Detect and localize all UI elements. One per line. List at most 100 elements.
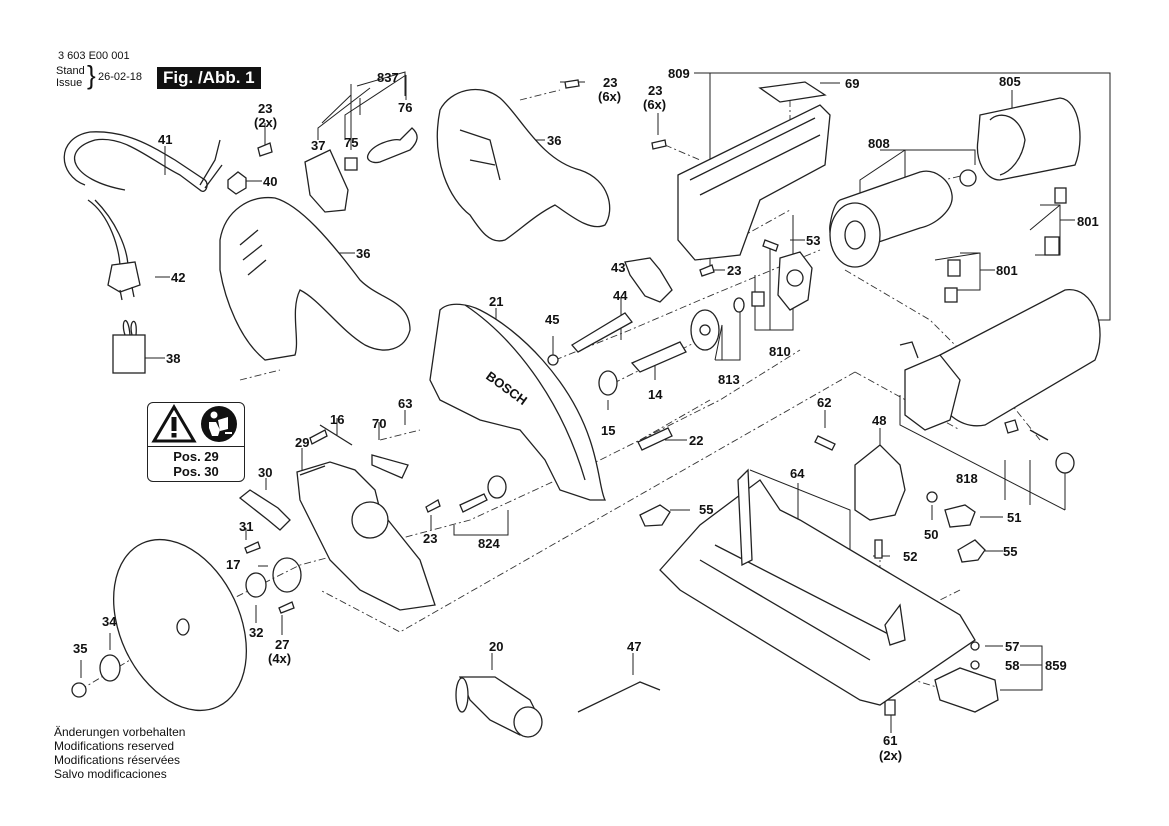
label-63: 63	[398, 396, 412, 411]
label-818: 818	[956, 471, 978, 486]
footer-line-de: Änderungen vorbehalten	[54, 725, 186, 739]
label-16: 16	[330, 412, 344, 427]
label-76: 76	[398, 100, 412, 115]
label-859: 859	[1045, 658, 1067, 673]
issue-label: Issue	[56, 77, 83, 89]
label-15: 15	[601, 423, 615, 438]
part-handle-left	[219, 196, 411, 361]
part-field-coil	[976, 97, 1081, 181]
read-manual-icon	[201, 406, 237, 442]
warning-box: Pos. 29 Pos. 30	[147, 402, 245, 482]
label-55-left: 55	[699, 502, 713, 517]
label-801-upper: 801	[1077, 214, 1099, 229]
label-61: 61	[883, 733, 897, 748]
label-31: 31	[239, 519, 253, 534]
label-810: 810	[769, 344, 791, 359]
footer-line-en: Modifications reserved	[54, 739, 175, 753]
label-21: 21	[489, 294, 503, 309]
label-43: 43	[611, 260, 625, 275]
label-30: 30	[258, 465, 272, 480]
part-hex-key	[577, 681, 661, 713]
part-screws	[244, 79, 896, 716]
label-41: 41	[158, 132, 172, 147]
label-51: 51	[1007, 510, 1021, 525]
label-23-guard: 23	[423, 531, 437, 546]
label-23-handle: 23	[603, 75, 617, 90]
label-52: 52	[903, 549, 917, 564]
label-824: 824	[478, 536, 500, 551]
document-number: 3 603 E00 001	[58, 50, 130, 62]
footer-line-fr: Modifications réservées	[54, 753, 181, 767]
part-housing-cover	[677, 81, 831, 261]
label-47: 47	[627, 639, 641, 654]
label-808: 808	[868, 136, 890, 151]
label-64: 64	[790, 466, 805, 481]
part-handle-right	[436, 88, 611, 242]
label-53: 53	[806, 233, 820, 248]
part-dust-adapter	[455, 676, 543, 738]
label-37: 37	[311, 138, 325, 153]
warning-icons-svg	[151, 404, 237, 443]
label-23-housing: 23	[648, 83, 662, 98]
label-27-qty: (4x)	[268, 651, 291, 666]
label-23-clamp-qty: (2x)	[254, 115, 277, 130]
label-55-right: 55	[1003, 544, 1017, 559]
label-23-lever: 23	[727, 263, 741, 278]
label-34: 34	[102, 614, 117, 629]
part-cord-clamp	[227, 142, 273, 195]
part-motor-housing	[899, 289, 1101, 431]
label-36-left: 36	[356, 246, 370, 261]
label-32: 32	[249, 625, 263, 640]
label-805: 805	[999, 74, 1021, 89]
warning-position-30: Pos. 30	[173, 464, 219, 479]
part-upper-guard: BOSCH	[429, 303, 607, 501]
label-48: 48	[872, 413, 886, 428]
label-23-housing-qty: (6x)	[643, 97, 666, 112]
part-brush-holders	[944, 187, 1067, 303]
part-lower-guard	[296, 461, 436, 611]
label-813: 813	[718, 372, 740, 387]
label-61-qty: (2x)	[879, 748, 902, 763]
part-spring-and-lever	[238, 424, 409, 531]
label-36-right: 36	[547, 133, 561, 148]
part-capacitor	[112, 320, 146, 374]
issue-date: 26-02-18	[98, 71, 143, 83]
part-parallel-guide-clamp	[934, 641, 999, 713]
footer-notes: Änderungen vorbehalten Modifications res…	[54, 725, 185, 781]
part-power-cord	[63, 131, 223, 301]
figure-label: Fig. /Abb. 1	[157, 67, 261, 89]
part-gear-housing	[624, 251, 813, 311]
label-23-handle-qty: (6x)	[598, 89, 621, 104]
part-bevel-bracket	[854, 444, 986, 563]
label-70: 70	[372, 416, 386, 431]
label-35: 35	[73, 641, 87, 656]
label-17: 17	[226, 557, 240, 572]
label-837: 837	[377, 70, 399, 85]
label-44: 44	[613, 288, 628, 303]
label-75: 75	[344, 135, 358, 150]
warning-positions: Pos. 29 Pos. 30	[148, 447, 244, 479]
label-14: 14	[648, 387, 663, 402]
part-armature	[829, 169, 977, 268]
label-38: 38	[166, 351, 180, 366]
part-switch	[304, 127, 418, 213]
label-809: 809	[668, 66, 690, 81]
label-22: 22	[689, 433, 703, 448]
stand-label: Stand	[56, 65, 85, 77]
label-801-lower: 801	[996, 263, 1018, 278]
label-23-clamp: 23	[258, 101, 272, 116]
footer-line-es: Salvo modificaciones	[54, 767, 167, 781]
warning-position-29: Pos. 29	[173, 449, 219, 464]
brace-icon: }	[87, 60, 96, 90]
label-57: 57	[1005, 639, 1019, 654]
label-27: 27	[275, 637, 289, 652]
warning-triangle-icon	[151, 404, 197, 443]
part-shafts	[547, 291, 765, 451]
label-50: 50	[924, 527, 938, 542]
part-base-plate	[659, 468, 976, 706]
label-45: 45	[545, 312, 559, 327]
label-42: 42	[171, 270, 185, 285]
stand-issue-label: Stand Issue	[56, 65, 85, 89]
label-40: 40	[263, 174, 277, 189]
